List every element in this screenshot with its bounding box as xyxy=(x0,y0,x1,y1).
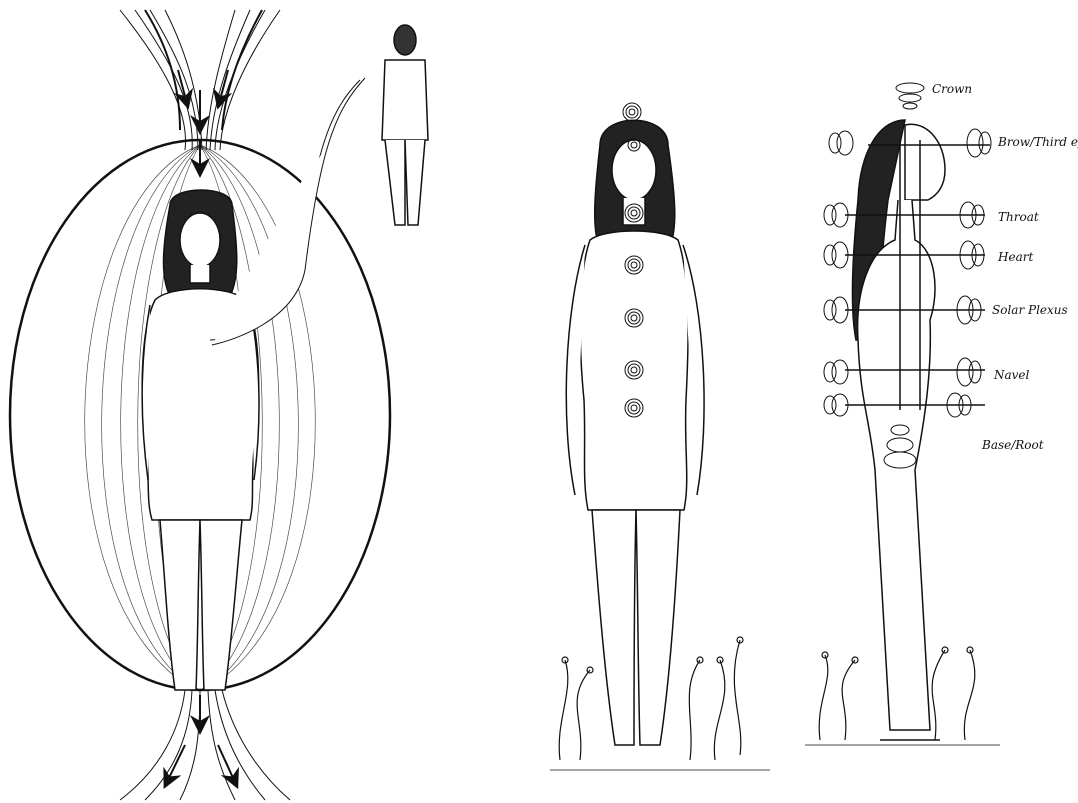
chakra-front-panel xyxy=(550,103,770,770)
aura-panel xyxy=(10,10,428,800)
label-brow-third-eye: Brow/Third eye xyxy=(998,135,1078,149)
woman-figure-front xyxy=(142,190,259,690)
chakra-vortex-crown xyxy=(896,83,924,109)
label-navel: Navel xyxy=(994,368,1029,382)
chakra-side-panel xyxy=(805,83,1000,745)
label-throat: Throat xyxy=(998,210,1039,224)
label-base-root: Base/Root xyxy=(982,438,1044,452)
woman-figure-chakra-front xyxy=(566,120,704,745)
label-heart: Heart xyxy=(998,250,1033,264)
chakra-spiral-crown-front xyxy=(623,103,641,121)
energy-funnel-bottom xyxy=(120,690,290,800)
energy-funnel-top xyxy=(120,10,280,168)
woman-figure-side xyxy=(852,120,945,740)
label-crown: Crown xyxy=(932,82,972,96)
label-solar-plexus: Solar Plexus xyxy=(992,303,1068,317)
